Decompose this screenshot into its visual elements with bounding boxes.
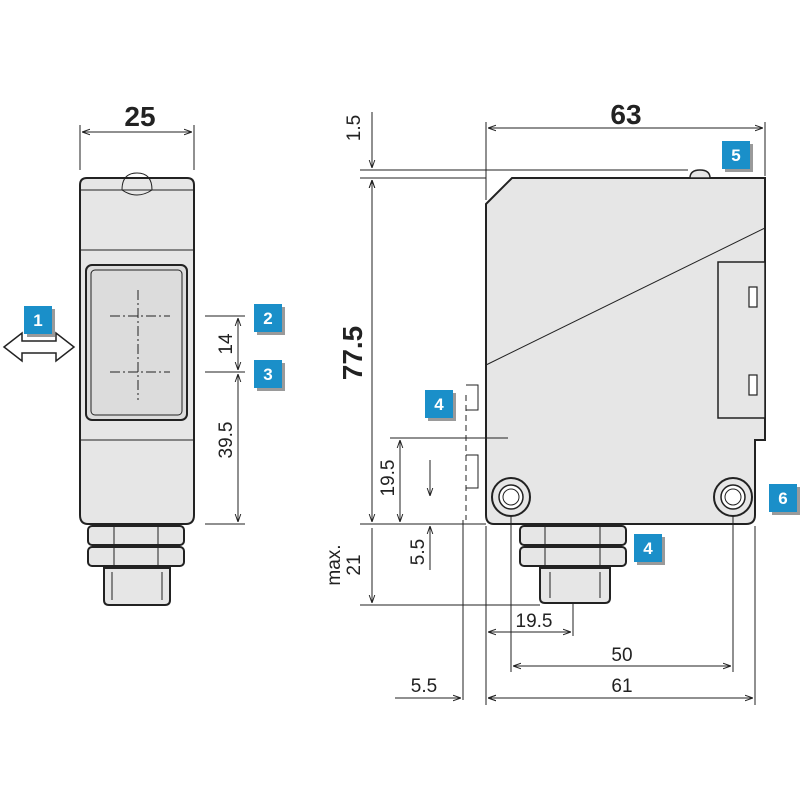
side-top-bump <box>689 169 711 179</box>
badge-1: 1 <box>24 306 55 337</box>
svg-text:3: 3 <box>263 365 272 384</box>
badge-3: 3 <box>254 360 285 391</box>
dim-height: 77.5 <box>337 326 368 381</box>
badge-4-lower: 4 <box>634 534 665 565</box>
dim-spacing-5-5-vertical: 5.5 <box>408 539 429 565</box>
mounting-hole-right <box>713 477 753 517</box>
side-nut-lower <box>519 546 627 567</box>
front-connector <box>103 567 171 606</box>
front-top-notch <box>121 172 153 196</box>
svg-text:1: 1 <box>33 311 42 330</box>
side-housing <box>485 177 766 525</box>
front-nut-lower <box>87 546 185 567</box>
dim-side-width: 63 <box>610 99 641 130</box>
dim-width-61: 61 <box>611 676 632 697</box>
badge-2: 2 <box>254 304 285 335</box>
dim-spacing-39-5: 39.5 <box>216 422 237 459</box>
dim-spacing-19-5-vertical: 19.5 <box>378 460 399 497</box>
front-view: 25 14 39.5 <box>2 101 245 606</box>
svg-text:2: 2 <box>263 309 272 328</box>
dim-width-50: 50 <box>611 645 632 666</box>
dim-offset-5-5: 5.5 <box>411 676 437 697</box>
side-nut-upper <box>519 525 627 546</box>
side-connector <box>539 567 611 604</box>
front-optics-window <box>85 264 188 421</box>
side-panel <box>717 261 766 419</box>
dim-max-label: max. <box>324 544 345 585</box>
badge-5: 5 <box>722 141 753 172</box>
dim-spacing-14: 14 <box>216 333 237 355</box>
badge-6: 6 <box>769 484 800 515</box>
svg-text:4: 4 <box>434 395 444 414</box>
dim-top-offset: 1.5 <box>344 115 365 141</box>
side-view: 63 1.5 77.5 19.5 5.5 max. 21 19.5 <box>324 99 766 705</box>
mounting-hole-left <box>491 477 531 517</box>
svg-text:5: 5 <box>731 146 740 165</box>
bidirectional-arrow-icon <box>2 331 76 363</box>
dim-front-width: 25 <box>124 101 155 132</box>
svg-text:4: 4 <box>643 539 653 558</box>
dim-spacing-19-5-horizontal: 19.5 <box>516 611 553 632</box>
front-nut-upper <box>87 525 185 546</box>
svg-text:6: 6 <box>778 489 787 508</box>
badge-4-upper: 4 <box>425 390 456 421</box>
dim-max-21: 21 <box>344 554 365 575</box>
